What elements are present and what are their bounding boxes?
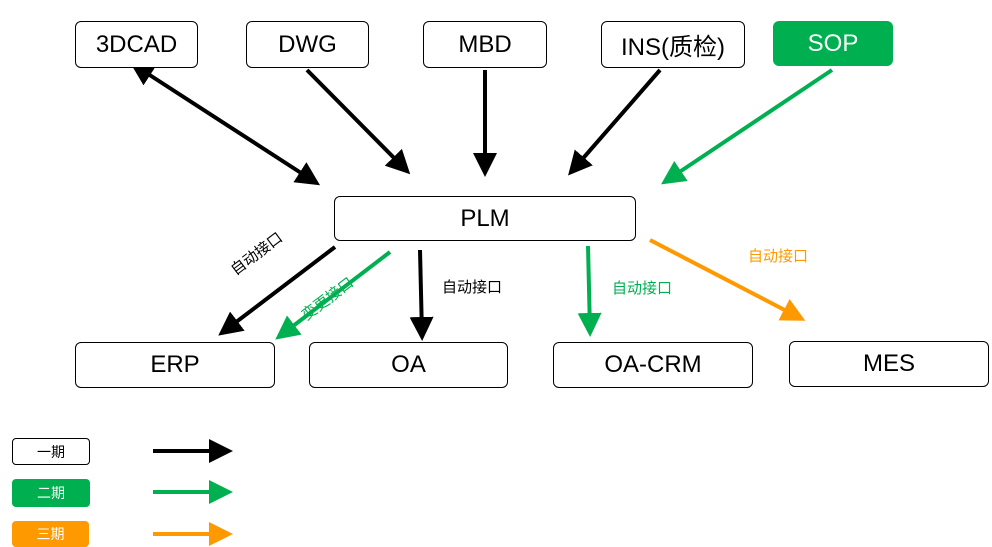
arrow-dwg-plm	[305, 68, 411, 175]
node-erp: ERP	[75, 342, 275, 388]
node-oa: OA	[309, 342, 508, 388]
arrow-3dcad-plm	[129, 62, 321, 186]
legend-phase2: 二期	[12, 479, 90, 507]
arrow-plm-oa	[409, 249, 434, 341]
edge-label-oa-auto: 自动接口	[442, 278, 503, 296]
legend-phase3: 三期	[12, 521, 89, 547]
node-mbd: MBD	[423, 21, 547, 68]
node-oa-crm: OA-CRM	[553, 342, 753, 388]
arrow-plm-oacrm	[577, 245, 602, 337]
edge-label-mes-auto: 自动接口	[748, 247, 809, 265]
arrow-plm-erp-change	[275, 250, 392, 340]
arrow-plm-erp-auto	[218, 245, 337, 336]
edge-label-oacrm-auto: 自动接口	[612, 279, 673, 297]
node-mes: MES	[789, 341, 989, 387]
node-ins: INS(质检)	[601, 21, 745, 68]
arrow-plm-mes	[649, 238, 806, 321]
node-3dcad: 3DCAD	[75, 21, 198, 68]
legend-phase1: 一期	[12, 438, 90, 465]
arrow-sop-plm	[661, 68, 834, 185]
node-dwg: DWG	[246, 21, 369, 68]
arrow-ins-plm	[568, 68, 662, 176]
node-plm: PLM	[334, 196, 636, 241]
node-sop: SOP	[773, 21, 893, 66]
